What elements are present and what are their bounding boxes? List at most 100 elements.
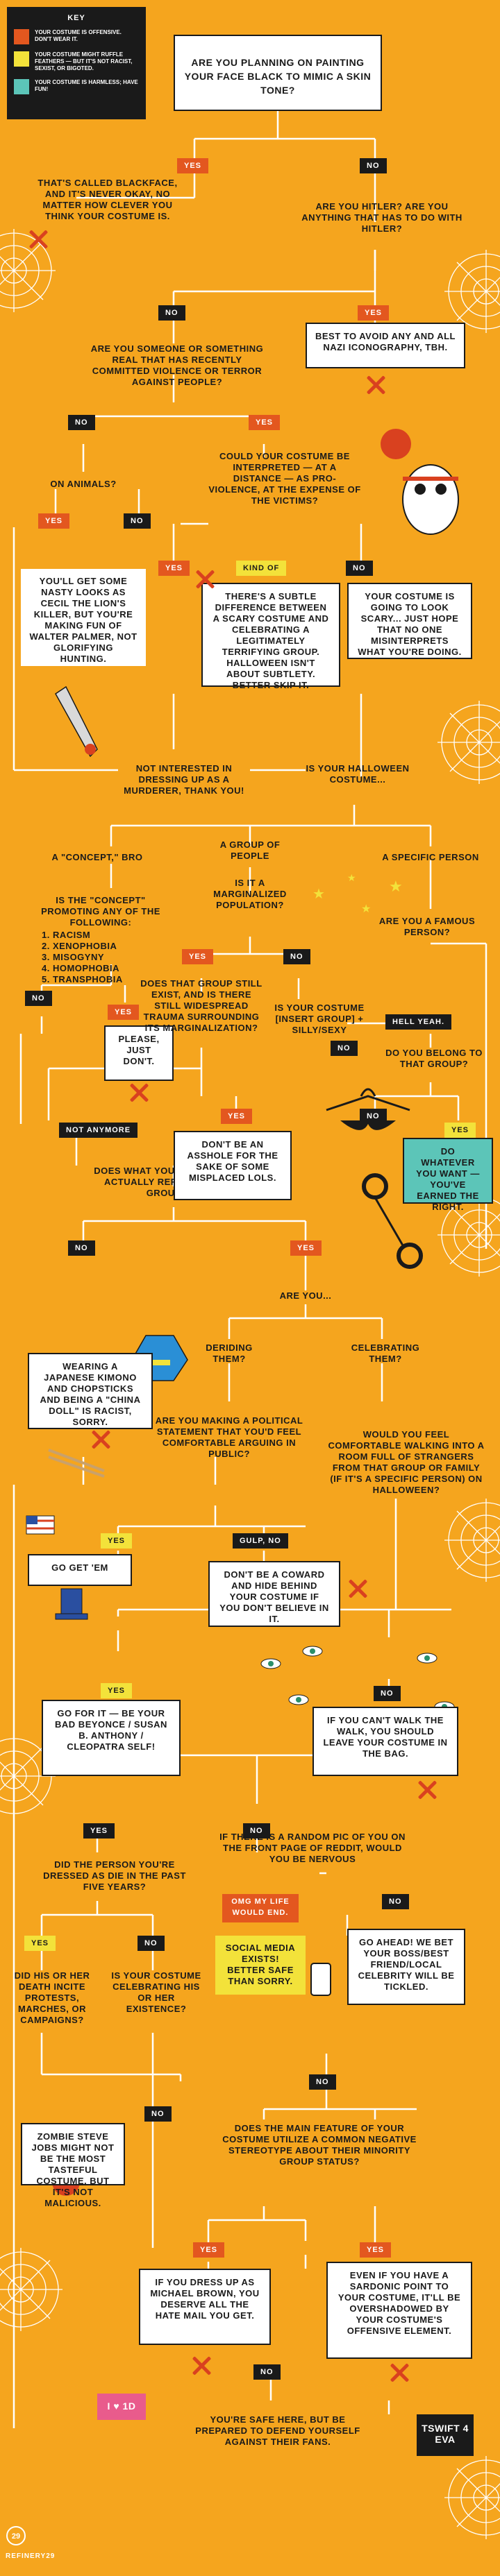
concept-item: 3. Misogyny [42, 952, 105, 962]
phone-icon [310, 1963, 331, 1996]
node-go-for-it: Go for it — be your bad Beyonce / Susan … [42, 1700, 181, 1776]
cobweb-icon [437, 700, 500, 785]
tag-yes: YES [249, 415, 281, 430]
offensive-x-icon [191, 2355, 212, 2376]
branch-specific: A specific person [382, 852, 479, 862]
tag-yes: YES [444, 1123, 476, 1138]
node-famous-question: Are you a famous person? [378, 916, 476, 937]
branch-deriding: Deriding them? [206, 1342, 253, 1364]
tag-hell-yeah: HELL YEAH. [385, 1014, 451, 1030]
ruffle-swatch [14, 51, 29, 67]
tag-yes: YES [101, 1683, 133, 1698]
tag-no: NO [144, 2106, 172, 2122]
node-michael-brown: If you dress up as Michael Brown, you de… [139, 2269, 271, 2345]
tag-yes: YES [177, 158, 209, 173]
svg-text:★: ★ [347, 872, 356, 883]
node-safe: You're safe here, but be prepared to def… [195, 2414, 360, 2447]
tag-no: NO [331, 1041, 358, 1056]
node-coward: Don't be a coward and hide behind your c… [208, 1561, 340, 1627]
tag-yes: YES [83, 1823, 115, 1839]
offensive-x-icon [90, 1429, 111, 1450]
offensive-x-icon [194, 569, 215, 590]
tag-yes: YES [24, 1936, 56, 1951]
tag-gulp-no: GULP, NO [233, 1533, 288, 1549]
node-proviolence-question: Could your costume be interpreted — at a… [208, 451, 361, 506]
tag-no: NO [138, 1936, 165, 1951]
svg-text:29: 29 [12, 2532, 20, 2541]
node-areyou-question: Are you... [279, 1290, 332, 1301]
tag-no: NO [243, 1823, 270, 1839]
node-died-question: Did the person you're dressed as die in … [43, 1859, 186, 1892]
tag-no: NO [68, 415, 95, 430]
node-halloween-question: Is your Halloween costume... [306, 763, 410, 785]
branch-celebrating: Celebrating them? [351, 1342, 420, 1364]
node-blackface-question: Are you planning on painting your face b… [174, 35, 382, 111]
node-please-dont: Please, just don't. [104, 1025, 174, 1081]
refinery29-logo-icon: 29 [6, 2526, 26, 2545]
love-1d-sticker: I ♥ 1D [97, 2394, 146, 2420]
offensive-x-icon [28, 229, 49, 250]
legend-text: Your costume might ruffle feathers — but… [35, 51, 133, 71]
tag-no: NO [124, 513, 151, 529]
tag-yes: YES [182, 949, 214, 964]
stars-icon: ★ ★ ★ ★ [312, 872, 403, 915]
legend-text: Your costume is harmless; have fun! [35, 79, 138, 92]
node-blackface-answer: That's called blackface, and it's never … [38, 178, 178, 221]
node-violence-question: Are you someone or something real that h… [90, 343, 264, 387]
node-comfortable-question: Would you feel comfortable walking into … [328, 1429, 485, 1495]
node-avoid-nazi: Best to avoid any and all Nazi iconograp… [306, 323, 465, 368]
eyes-icon [260, 1646, 455, 1712]
tag-omg: OMG MY LIFE WOULD END. [222, 1894, 299, 1922]
node-marginalized-question: Is it a marginalized population? [213, 878, 287, 910]
node-subtle: There's a subtle difference between a sc… [201, 583, 340, 690]
node-trauma-question: Does that group still exist, and is ther… [140, 978, 262, 1033]
node-murderer: Not interested in dressing up as a murde… [124, 763, 244, 796]
node-protests-question: Did his or her death incite protests, ma… [14, 1970, 90, 2025]
offensive-x-icon [365, 375, 386, 395]
handcuffs-icon [362, 1173, 423, 1269]
tag-no: NO [158, 305, 185, 321]
offensive-x-icon [347, 1578, 368, 1599]
legend-title: KEY [67, 14, 85, 22]
node-belong-question: Do you belong to that group? [385, 1048, 483, 1069]
bloody-knife-icon [55, 685, 98, 758]
svg-text:★: ★ [361, 903, 371, 915]
node-cant-walk: If you can't walk the walk, you should l… [312, 1707, 458, 1776]
hockey-mask-icon [381, 429, 459, 535]
tag-kind-of: KIND OF [236, 561, 287, 576]
node-hitler-question: Are you Hitler? Are you anything that ha… [301, 201, 462, 234]
concept-list: 1. Racism 2. Xenophobia 3. Misogyny 4. H… [35, 930, 181, 985]
tag-no: NO [360, 158, 387, 173]
offensive-x-icon [128, 1082, 149, 1103]
brand-logo: 29 REFINERY29 [6, 2525, 54, 2567]
tag-yes: YES [101, 1533, 133, 1549]
tag-yes: YES [193, 2242, 225, 2258]
node-do-whatever: Do whatever you want — you've earned the… [403, 1138, 493, 1212]
tag-no: NO [68, 1240, 95, 1256]
node-silly-question: Is your costume [insert group] + silly/s… [274, 1003, 365, 1035]
tswift-sign: TSWIFT 4 EVA [417, 2414, 474, 2456]
harmless-swatch [14, 79, 29, 94]
tag-no: NO [360, 1109, 387, 1124]
cobweb-icon [444, 2455, 500, 2540]
svg-text:★: ★ [389, 878, 403, 895]
legend-key: KEY Your costume is offensive. Don't wea… [7, 7, 146, 119]
branch-group: A group of people [219, 839, 281, 861]
concept-item: 5. Transphobia [42, 974, 123, 984]
concept-item: 4. Homophobia [42, 963, 119, 973]
node-stereotype-question: Does the main feature of your costume ut… [222, 2123, 417, 2167]
tag-no: NO [382, 1894, 409, 1909]
legend-item-harmless: Your costume is harmless; have fun! [14, 79, 139, 94]
node-social-media: Social media exists! Better safe than so… [215, 1936, 306, 1995]
node-go-get-em: Go get 'em [28, 1554, 132, 1586]
legend-item-offensive: Your costume is offensive. Don't wear it… [14, 29, 139, 44]
svg-text:★: ★ [312, 887, 325, 902]
node-political-question: Are you making a political statement tha… [155, 1415, 303, 1459]
concept-item: 2. Xenophobia [42, 941, 117, 951]
cobweb-icon [0, 2247, 63, 2332]
tag-not-anymore: NOT ANYMORE [59, 1123, 138, 1138]
node-concept-question: Is the "concept" promoting any of the fo… [41, 895, 160, 928]
tag-yes: YES [360, 2242, 392, 2258]
offensive-swatch [14, 29, 29, 44]
